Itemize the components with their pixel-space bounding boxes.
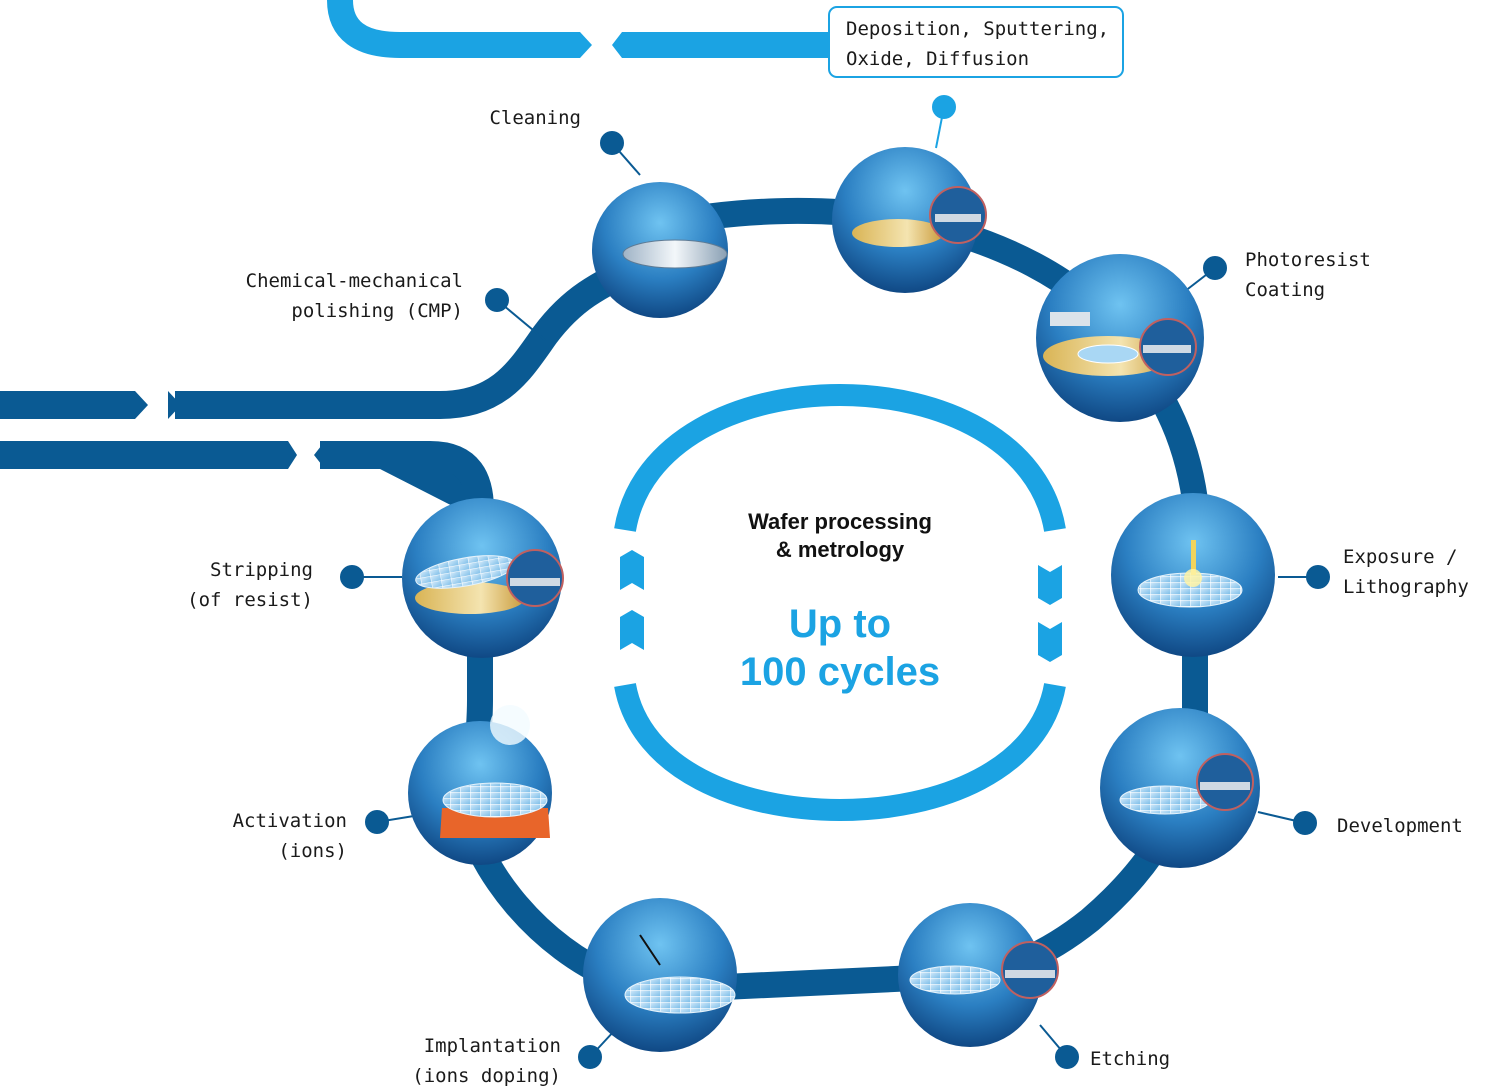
deposition-label: Deposition, Sputtering, Oxide, Diffusion	[846, 18, 1110, 70]
cleaning-label: Cleaning	[489, 107, 581, 129]
node-exposure	[1111, 493, 1275, 657]
node-deposition	[832, 147, 987, 293]
photoresist-label: Photoresist Coating	[1245, 249, 1371, 301]
loop-chevrons-right	[1038, 565, 1062, 662]
node-implantation	[583, 898, 737, 1052]
connectors	[340, 95, 1330, 1069]
deposition-track	[327, 0, 830, 58]
loop-chevrons-left	[620, 550, 644, 650]
node-activation	[408, 705, 552, 865]
inner-loop	[614, 383, 1066, 822]
exposure-label: Exposure / Lithography	[1343, 546, 1469, 598]
cycles-count: Up to 100 cycles	[739, 602, 941, 694]
activation-label: Activation (ions)	[232, 810, 347, 862]
etching-label: Etching	[1090, 1048, 1171, 1070]
stripping-label: Stripping (of resist)	[187, 559, 313, 611]
node-development	[1100, 708, 1260, 868]
node-photoresist	[1036, 254, 1204, 422]
node-etching	[898, 903, 1059, 1047]
node-stripping	[402, 498, 564, 658]
implantation-label: Implantation (ions doping)	[412, 1035, 561, 1087]
development-label: Development	[1337, 815, 1463, 837]
cmp-label: Chemical-mechanical polishing (CMP)	[245, 270, 463, 322]
center-title: Wafer processing & metrology	[748, 509, 932, 562]
deposition-callout: Deposition, Sputtering, Oxide, Diffusion	[828, 6, 1124, 78]
node-cleaning	[592, 182, 728, 318]
